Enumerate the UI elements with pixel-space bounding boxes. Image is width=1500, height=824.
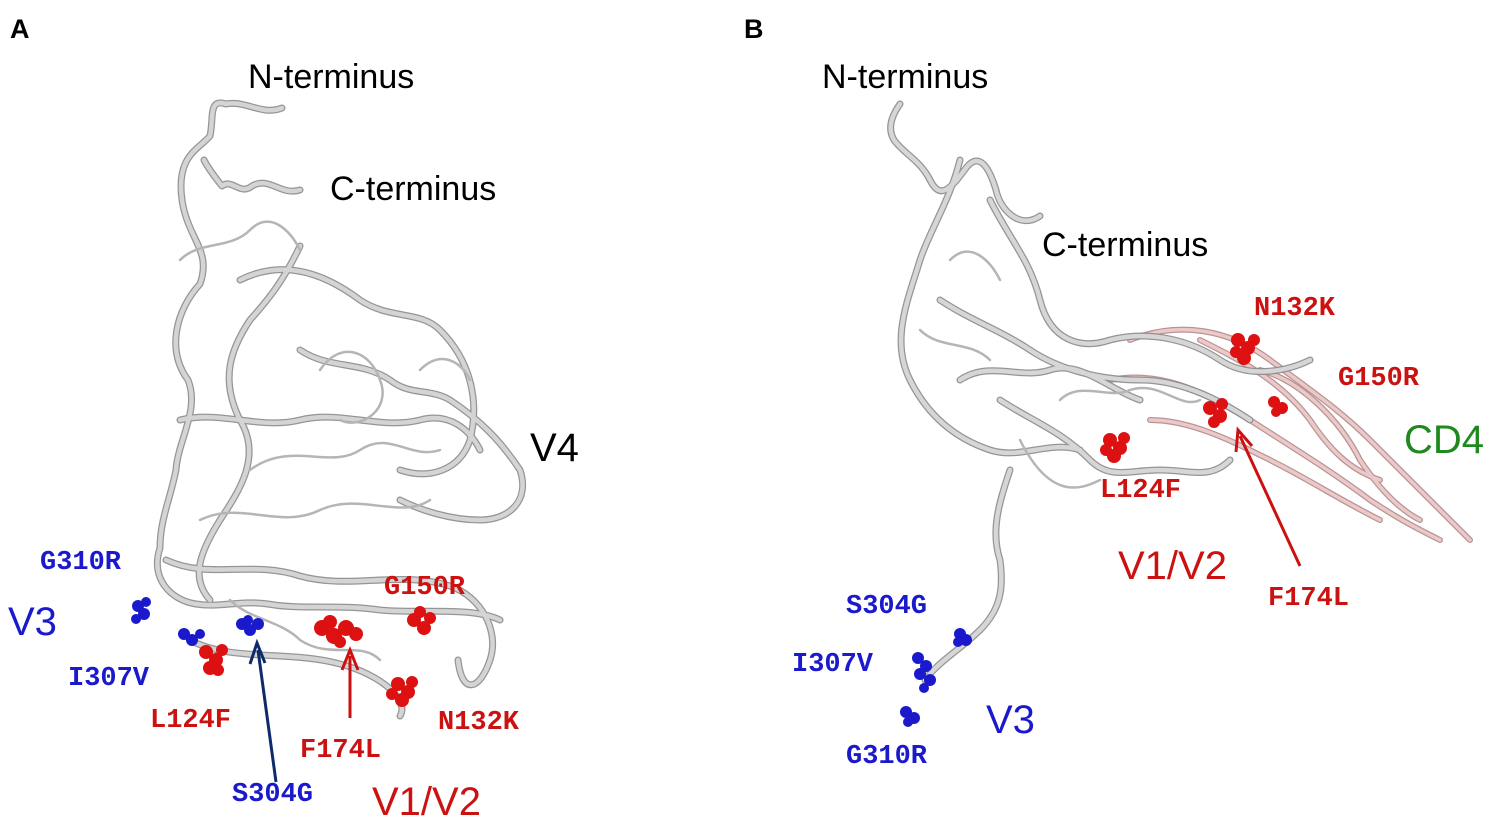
- panel-b-i307v-label: I307V: [792, 650, 874, 680]
- panel-b-s304g-label: S304G: [846, 592, 928, 622]
- panel-b-gp120-structure: [887, 100, 1314, 684]
- panel-b-l124f-label: L124F: [1100, 476, 1182, 506]
- panel-b-n-terminus-label: N-terminus: [822, 58, 989, 96]
- panel-b-l124f-sphere: [1100, 432, 1130, 463]
- panel-b-g150r-label: G150R: [1338, 364, 1420, 394]
- panel-a-v1v2-label: V1/V2: [372, 780, 481, 824]
- panel-b-letter: B: [744, 14, 764, 44]
- panel-a-l124f-sphere: [199, 644, 228, 676]
- panel-a-arrows: [248, 638, 360, 783]
- panel-b-arrows: [1234, 426, 1302, 567]
- panel-a-f174l-sphere: [314, 615, 363, 648]
- panel-b-n132k-sphere: [1230, 333, 1260, 365]
- panel-a-l124f-label: L124F: [150, 706, 232, 736]
- panel-a-v4-label: V4: [530, 426, 579, 470]
- panel-a-s304g-label: S304G: [232, 780, 314, 810]
- panel-a-s304g-arrow: [256, 649, 278, 783]
- panel-a-n132k-sphere: [386, 676, 418, 707]
- panel-a-g310r-label: G310R: [40, 548, 122, 578]
- panel-a-i307v-sphere: [178, 628, 205, 646]
- panel-b-g310r-label: G310R: [846, 742, 928, 772]
- panel-a-g310r-sphere: [131, 597, 151, 624]
- panel-a-n132k-label: N132K: [438, 708, 520, 738]
- panel-a-f174l-label: F174L: [300, 736, 382, 766]
- panel-b-g150r-sphere: [1268, 396, 1288, 417]
- panel-a-g150r-sphere: [407, 606, 436, 635]
- panel-a-structure: [153, 99, 527, 720]
- panel-b-residues: [900, 333, 1288, 727]
- panel-b-v1v2-label: V1/V2: [1118, 544, 1227, 588]
- panel-b-n132k-label: N132K: [1254, 294, 1336, 324]
- panel-b-f174l-label: F174L: [1268, 584, 1350, 614]
- panel-a-g150r-label: G150R: [384, 573, 466, 603]
- panel-a-s304g-sphere: [236, 615, 264, 636]
- panel-b-f174l-sphere: [1203, 398, 1228, 428]
- panel-a-letter: A: [10, 14, 30, 44]
- panel-b-g310r-sphere: [900, 706, 920, 727]
- panel-b-s304g-sphere: [953, 628, 972, 647]
- panel-b-f174l-arrow: [1238, 435, 1302, 567]
- panel-a-i307v-label: I307V: [68, 664, 150, 694]
- panel-b-i307v-sphere: [912, 652, 936, 693]
- panel-b-cd4-label: CD4: [1404, 418, 1485, 462]
- panel-b-v3-label: V3: [986, 698, 1035, 742]
- panel-a-c-terminus-label: C-terminus: [330, 170, 497, 208]
- panel-a-v3-label: V3: [8, 600, 57, 644]
- panel-b-c-terminus-label: C-terminus: [1042, 226, 1209, 264]
- panel-a-residues: [131, 597, 436, 707]
- panel-a-n-terminus-label: N-terminus: [248, 58, 415, 96]
